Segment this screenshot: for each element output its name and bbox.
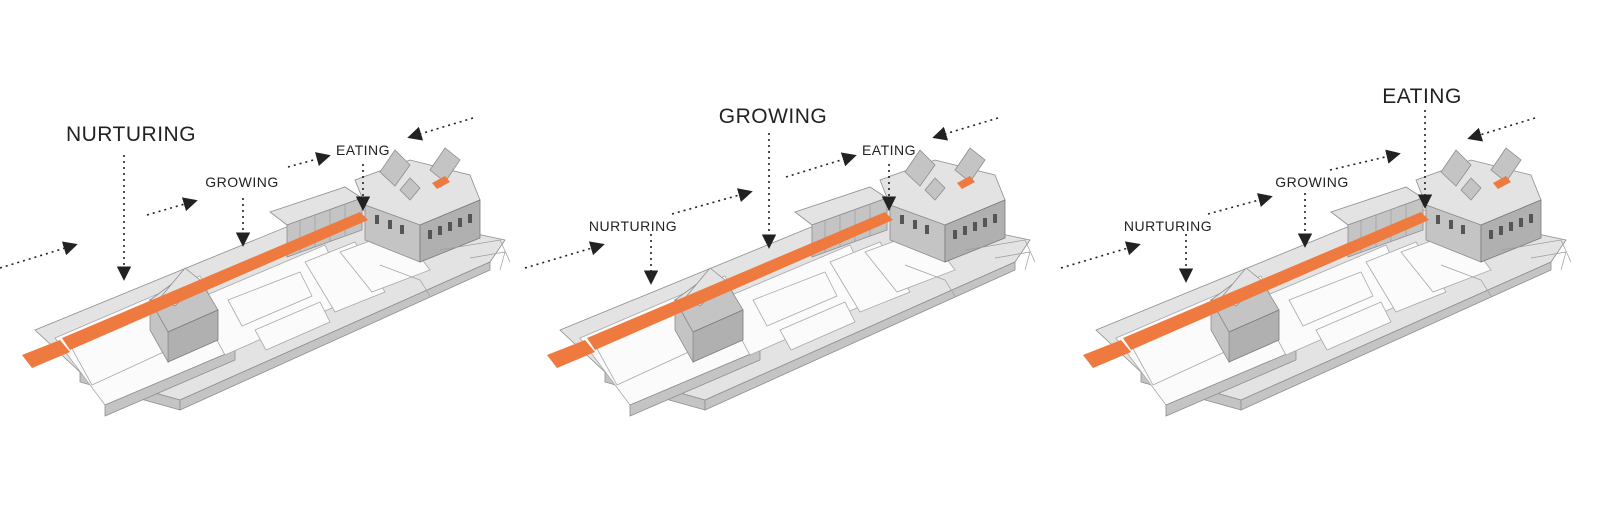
panel-1-secondary-label: GROWING xyxy=(205,174,279,190)
panel-2-primary-label: GROWING xyxy=(719,105,828,128)
panel-1-tertiary-label: EATING xyxy=(336,142,390,158)
panel-3-secondary-label: NURTURING xyxy=(1124,218,1212,234)
flow-arrow xyxy=(407,117,474,141)
panel-2-secondary-label: NURTURING xyxy=(589,218,677,234)
panel-3-tertiary-label: GROWING xyxy=(1275,174,1349,190)
flow-arrow xyxy=(1329,149,1401,171)
flow-arrow xyxy=(671,188,753,215)
panel-3-primary-label: EATING xyxy=(1382,85,1462,108)
flow-arrow xyxy=(1467,117,1536,142)
flow-arrow xyxy=(785,152,857,178)
flow-arrow xyxy=(932,117,999,141)
site-model-2 xyxy=(546,147,1036,417)
panel-2: GROWING NURTURING EATING xyxy=(524,105,1036,417)
flow-arrow xyxy=(146,197,198,216)
panel-2-tertiary-label: EATING xyxy=(862,142,916,158)
flow-arrow xyxy=(524,241,605,269)
panel-1-primary-label: NURTURING xyxy=(66,123,196,146)
flow-arrow xyxy=(0,241,78,269)
flow-arrow xyxy=(1207,193,1273,215)
panel-1: NURTURING GROWING EATING xyxy=(0,117,511,417)
flow-arrow xyxy=(1060,241,1141,269)
panel-3: EATING NURTURING GROWING xyxy=(1060,85,1572,417)
flow-arrow xyxy=(287,152,331,168)
